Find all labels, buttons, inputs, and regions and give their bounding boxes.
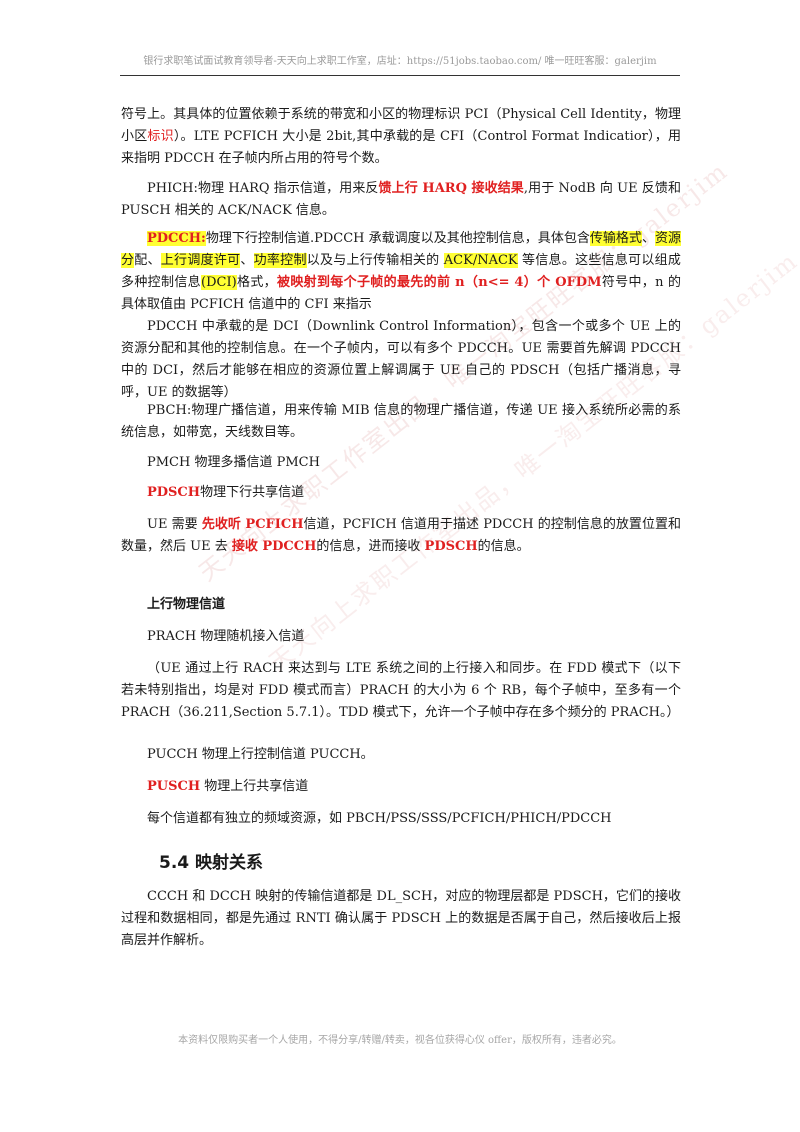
paragraph-pbch: PBCH:物理广播信道，用来传输 MIB 信息的物理广播信道，传递 UE 接入系… <box>121 403 681 440</box>
text: 以及与上行传输相关的 <box>306 253 444 268</box>
paragraph-pdsch: PDSCH物理下行共享信道 <box>121 482 304 504</box>
highlight-text: ACK/NACK <box>443 253 518 268</box>
text: 物理上行共享信道 <box>200 779 309 794</box>
emphasis-text: 先收听 PCFICH <box>201 517 304 532</box>
paragraph-phich: PHICH:物理 HARQ 指示信道，用来反馈上行 HARQ 接收结果,用于 N… <box>121 178 681 222</box>
term-pdsch: PDSCH <box>147 485 201 500</box>
term-pdcch: PDCCH: <box>147 231 206 246</box>
text: UE 需要 <box>147 517 202 532</box>
paragraph-frequency-resources: 每个信道都有独立的频域资源，如 PBCH/PSS/SSS/PCFICH/PHIC… <box>147 811 612 826</box>
text: ）。LTE PCFICH 大小是 2bit,其中承载的是 CFI（Control… <box>121 129 681 166</box>
header-rule <box>120 75 680 76</box>
text: 的信息，进而接收 <box>316 539 425 554</box>
paragraph-pdcch: PDCCH:物理下行控制信道.PDCCH 承载调度以及其他控制信息，具体包含传输… <box>121 228 681 316</box>
text: 配、 <box>134 253 161 268</box>
text: 信道，PCFICH 信道用于描述 PDCCH 的控制信息的放置位置和数量，然后 … <box>121 517 681 554</box>
highlight-text: 传输格式 <box>589 231 642 246</box>
term-pusch: PUSCH <box>147 779 201 794</box>
section-heading: 5.4 映射关系 <box>159 853 264 873</box>
paragraph-rach-detail: （UE 通过上行 RACH 来达到与 LTE 系统之间的上行接入和同步。在 FD… <box>121 661 681 720</box>
emphasis-text: 接收 PDCCH <box>231 539 317 554</box>
text: 的信息。 <box>477 539 530 554</box>
emphasis-text: PDSCH <box>424 539 478 554</box>
paragraph-pcfich-position: 符号上。其具体的位置依赖于系统的带宽和小区的物理标识 PCI（Physical … <box>121 104 681 170</box>
emphasis-text: 被映射到每个子帧的最先的前 n（n<= 4）个 OFDM <box>276 275 602 290</box>
paragraph-mapping: CCCH 和 DCCH 映射的传输信道都是 DL_SCH，对应的物理层都是 PD… <box>121 889 681 948</box>
paragraph-pucch: PUCCH 物理上行控制信道 PUCCH。 <box>147 747 374 762</box>
text: 物理下行共享信道 <box>200 485 305 500</box>
highlight-text: 上行调度许可 <box>160 253 241 268</box>
text: 物理下行控制信道.PDCCH 承载调度以及其他控制信息，具体包含 <box>205 231 590 246</box>
paragraph-ue-procedure: UE 需要 先收听 PCFICH信道，PCFICH 信道用于描述 PDCCH 的… <box>121 514 681 558</box>
highlight-text: 功率控制 <box>253 253 307 268</box>
text: 、 <box>240 253 254 268</box>
emphasis-text: 馈上行 HARQ 接收结果 <box>378 181 524 196</box>
paragraph-pusch: PUSCH 物理上行共享信道 <box>121 776 308 798</box>
page-header: 银行求职笔试面试教育领导者-天天向上求职工作室，店址：https://51job… <box>143 56 657 67</box>
text: 、 <box>641 231 655 246</box>
text: 符号上。其具体的位置依赖于系统的带宽和小区的物理标识 PCI（Physical … <box>121 107 681 144</box>
text: 等信息。这些信息可以组成多种控制信息 <box>121 253 681 290</box>
paragraph-prach: PRACH 物理随机接入信道 <box>147 629 305 644</box>
text: 符号中，n 的具体取值由 PCFICH 信道中的 CFI 来指示 <box>121 275 681 312</box>
heading-uplink-channels: 上行物理信道 <box>147 597 226 612</box>
paragraph-pdcch-dci: PDCCH 中承载的是 DCI（Downlink Control Informa… <box>121 319 681 400</box>
paragraph-pmch: PMCH 物理多播信道 PMCH <box>147 455 320 470</box>
page-footer: 本资料仅限购买者一个人使用，不得分享/转赠/转卖，视各位获得心仪 offer，版… <box>178 1035 622 1046</box>
text: 格式， <box>236 275 277 290</box>
text: ,用于 NodB 向 UE 反馈和 PUSCH 相关的 ACK/NACK 信息。 <box>121 181 681 218</box>
highlight-text: 标识 <box>147 129 174 144</box>
highlight-text: (DCI) <box>201 275 237 290</box>
text: PHICH:物理 HARQ 指示信道，用来反 <box>147 181 379 196</box>
